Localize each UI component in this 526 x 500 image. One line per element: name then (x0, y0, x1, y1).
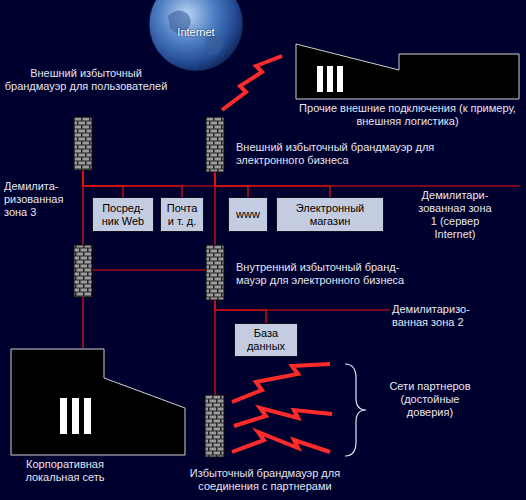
server-box: Посред- ник Web (92, 197, 154, 232)
network-link (214, 172, 215, 245)
network-link (215, 300, 266, 323)
factory-window (317, 66, 323, 92)
firewall-symbol-shape (206, 245, 224, 300)
firewall-bricks (206, 117, 224, 172)
server-box: www (228, 197, 268, 232)
firewall-symbol: Избыточный брандмауэр для соединения с п… (205, 395, 224, 457)
database-box: База данных (234, 323, 298, 357)
node-label: Избыточный брандмауэр для соединения с п… (160, 467, 370, 493)
factory-window (337, 66, 343, 92)
globe-continent (205, 36, 224, 56)
node-label: Внешний избыточный брандмауэр для электр… (236, 141, 451, 167)
lightning-bolt (234, 408, 332, 426)
firewall-bricks (74, 117, 92, 170)
factory-building (11, 349, 185, 455)
network-link (83, 170, 123, 197)
factory-window (84, 398, 91, 434)
box-label: Почта и т. д. (163, 202, 201, 228)
factory-window (327, 66, 333, 92)
zone-label: Сети партнеров (достойные доверия) (380, 380, 480, 419)
factory-building (296, 44, 519, 99)
internet-globe: Internet (148, 0, 244, 72)
group-bracket (345, 364, 366, 456)
node-label: Внешний избыточный брандмауэр для пользо… (0, 67, 172, 93)
zone-label: Демилита- ризованная зона 3 (4, 180, 70, 219)
globe-circle (149, 0, 243, 71)
firewall-symbol: Внутренний избыточный бранд- мауэр для э… (206, 245, 224, 300)
node-label: Корпоративная локальная сеть (10, 458, 120, 484)
external-site: Прочие внешние подключения (к примеру, в… (295, 40, 520, 100)
network-wire (92, 269, 206, 270)
firewall-symbol-shape (206, 117, 224, 172)
server-box: Почта и т. д. (160, 197, 204, 232)
node-label: Внутренний избыточный бранд- мауэр для э… (236, 261, 421, 287)
server-box: Электронный магазин (276, 197, 384, 232)
zone-label: Демилитаризо- ванная зона 2 (392, 303, 502, 329)
network-link (83, 170, 182, 197)
factory-window (72, 398, 79, 434)
factory-window (60, 398, 67, 434)
zone-label: Демилитари- зованная зона 1 (сервер Inte… (415, 189, 495, 241)
firewall-bricks (206, 245, 224, 300)
corporate-site: Корпоративная локальная сеть (10, 348, 186, 456)
node-label: Прочие внешние подключения (к примеру, в… (295, 102, 520, 128)
network-link (214, 300, 215, 395)
box-label: База данных (237, 327, 295, 353)
firewall-bricks (205, 395, 224, 457)
external-site-shape (295, 40, 520, 100)
box-label: www (236, 208, 260, 221)
firewall-symbol: Внешний избыточный брандмауэр для пользо… (74, 117, 92, 170)
firewall-symbol (74, 245, 92, 297)
corporate-site-shape (10, 348, 186, 456)
node-label: Internet (148, 26, 244, 39)
network-link (215, 172, 330, 197)
firewall-symbol-shape (205, 395, 224, 457)
lightning-bolt (232, 432, 330, 452)
box-label: Электронный магазин (279, 202, 381, 228)
lightning-bolt (232, 364, 330, 402)
firewall-symbol: Внешний избыточный брандмауэр для электр… (206, 117, 224, 172)
lightning-bolt (222, 56, 282, 110)
firewall-symbol-shape (74, 117, 92, 170)
box-label: Посред- ник Web (95, 202, 151, 228)
network-link (215, 172, 248, 197)
